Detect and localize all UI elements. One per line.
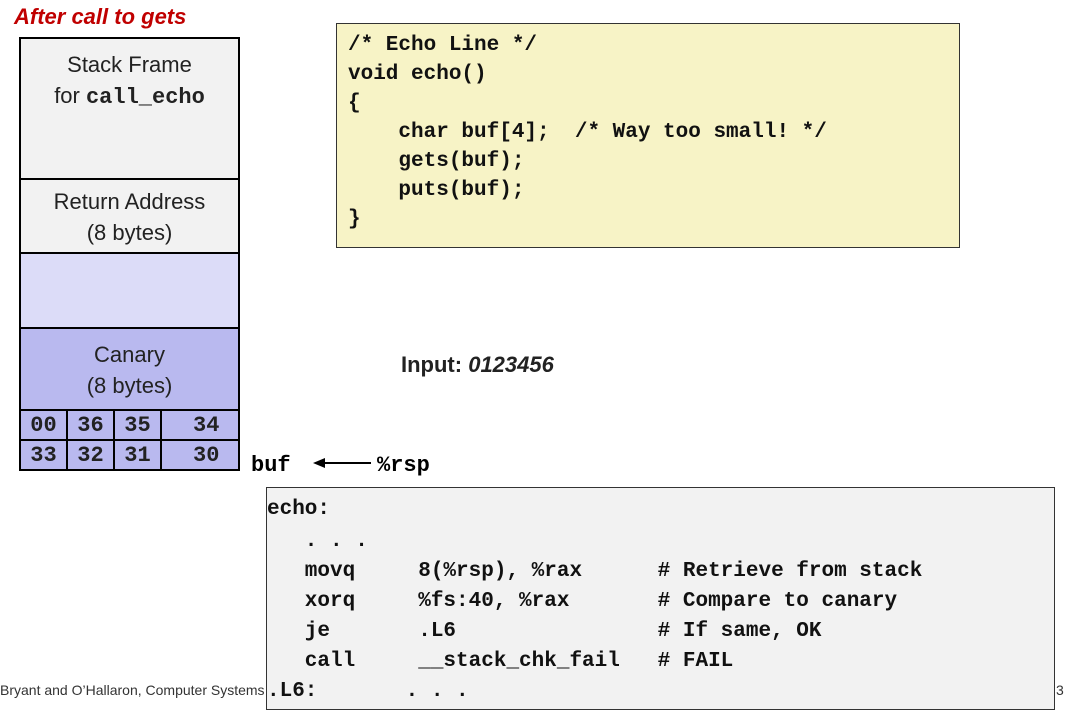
page-number: 3: [1056, 682, 1064, 698]
pointer-arrow-icon: [313, 458, 371, 468]
code-line: void echo(): [348, 63, 487, 86]
buf-label: buf: [251, 453, 291, 478]
return-address-size: (8 bytes): [86, 220, 173, 245]
byte-cell: 33: [19, 439, 68, 471]
byte-cell: 32: [66, 439, 115, 471]
byte-cell: 35: [113, 409, 162, 441]
asm-line: .L6: . . .: [267, 680, 469, 703]
c-code-box: /* Echo Line */ void echo() { char buf[4…: [336, 23, 960, 248]
stack-frame-cell: Stack Frame for call_echo: [19, 37, 240, 180]
canary-label: Canary: [94, 342, 165, 367]
asm-line: movq 8(%rsp), %rax # Retrieve from stack: [267, 560, 923, 583]
canary-cell: Canary (8 bytes): [19, 327, 240, 411]
code-line: }: [348, 208, 361, 231]
code-line: char buf[4]; /* Way too small! */: [348, 121, 827, 144]
byte-cell: 34: [160, 409, 240, 441]
code-line: gets(buf);: [348, 150, 525, 173]
asm-line: echo:: [267, 498, 331, 521]
asm-line: call __stack_chk_fail # FAIL: [267, 650, 734, 673]
byte-cell: 36: [66, 409, 115, 441]
asm-line: xorq %fs:40, %rax # Compare to canary: [267, 590, 898, 613]
byte-cell: 30: [160, 439, 240, 471]
code-line: puts(buf);: [348, 179, 525, 202]
input-value: 0123456: [468, 352, 554, 377]
asm-code-box: echo: . . . movq 8(%rsp), %rax # Retriev…: [266, 487, 1055, 710]
byte-cell: 31: [113, 439, 162, 471]
return-address-cell: Return Address (8 bytes): [19, 178, 240, 254]
stack-frame-label: Stack Frame: [67, 52, 192, 77]
code-line: {: [348, 92, 361, 115]
empty-stack-cell: [19, 252, 240, 329]
slide-title: After call to gets: [14, 4, 187, 29]
asm-line: je .L6 # If same, OK: [267, 620, 822, 643]
rsp-label: %rsp: [377, 453, 430, 478]
byte-cell: 00: [19, 409, 68, 441]
return-address-label: Return Address: [53, 189, 206, 214]
stack-frame-owner: for call_echo: [54, 83, 205, 110]
code-line: /* Echo Line */: [348, 34, 538, 57]
canary-size: (8 bytes): [86, 373, 173, 398]
footer-citation: Bryant and O’Hallaron, Computer Systems:…: [0, 682, 265, 698]
input-label: Input: 0123456: [401, 352, 554, 377]
asm-line: . . .: [267, 530, 368, 553]
